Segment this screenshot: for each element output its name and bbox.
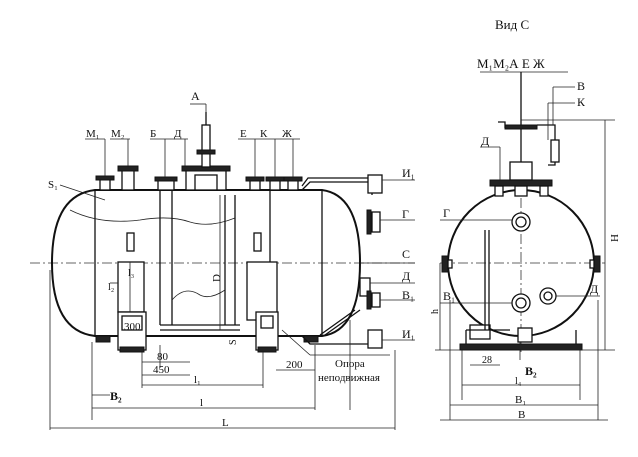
rv-label-b: В [518, 409, 525, 421]
view-title: Вид С [495, 17, 529, 32]
label-b-top: Б [150, 128, 156, 140]
rv-label-g: Г [443, 206, 450, 220]
label-d-right: Д [402, 269, 410, 283]
label-c: С [402, 247, 410, 261]
support-label-line1: Опора [335, 358, 365, 370]
support-icon [95, 335, 111, 343]
top-nozzles [95, 112, 303, 191]
dimensions [49, 195, 396, 430]
rv-label-d-right: Д [590, 282, 598, 296]
label-l: l [200, 397, 203, 409]
label-g: Г [402, 207, 409, 221]
rv-label-l4: l₄ [515, 376, 522, 387]
label-d-top: Д [174, 128, 182, 140]
rv-label-h-small: h [430, 309, 441, 314]
rv-label-v2: В₂ [525, 364, 537, 378]
support-label-line2: неподвижная [318, 372, 380, 384]
level-line [69, 209, 236, 225]
label-zh: Ж [282, 128, 292, 140]
side-view-c: Вид С М₁М₂А Е Ж [430, 17, 621, 421]
label-80: 80 [157, 351, 169, 363]
label-d-dim: D [211, 274, 223, 282]
right-chamber [246, 261, 278, 321]
label-k: К [260, 128, 268, 140]
label-l3: l₃ [128, 268, 134, 279]
base-plate [459, 343, 583, 351]
flange-icon [201, 124, 211, 168]
label-m1: М₁ [86, 128, 100, 140]
sight-window-left [126, 232, 135, 252]
label-s-dim: S [228, 339, 239, 345]
label-s1: S₁ [48, 179, 58, 191]
label-i1-bottom: И₁ [402, 327, 415, 341]
front-view: А М₁ М₂ Б Д Е К Ж S₁ И₁ Г С Д В₁ И₁ D S … [30, 89, 415, 430]
rv-label-v1: В₁ [443, 289, 455, 303]
rv-label-k: К [577, 95, 586, 109]
rv-label-b1: В₁ [515, 394, 526, 406]
label-l2: l₂ [108, 282, 114, 293]
nozzle-labels-top: М₁М₂А Е Ж [477, 56, 545, 71]
label-300: 300 [124, 321, 141, 333]
rv-label-h-big: H [609, 234, 621, 242]
label-i1-top: И₁ [402, 166, 415, 180]
label-L: L [222, 417, 229, 429]
rv-label-28: 28 [482, 355, 492, 366]
label-200: 200 [286, 359, 303, 371]
rv-label-d: Д [481, 134, 489, 148]
label-l1: l₁ [194, 374, 201, 386]
right-piping [301, 174, 383, 349]
label-v2-left: В₂ [110, 389, 122, 403]
sight-window-right [253, 232, 262, 252]
label-a: А [191, 89, 200, 103]
left-chamber [117, 261, 145, 313]
label-450: 450 [153, 364, 170, 376]
label-m2: М₂ [111, 128, 125, 140]
label-v1: В₁ [402, 288, 414, 302]
label-e: Е [240, 128, 247, 140]
rv-label-b: В [577, 79, 585, 93]
